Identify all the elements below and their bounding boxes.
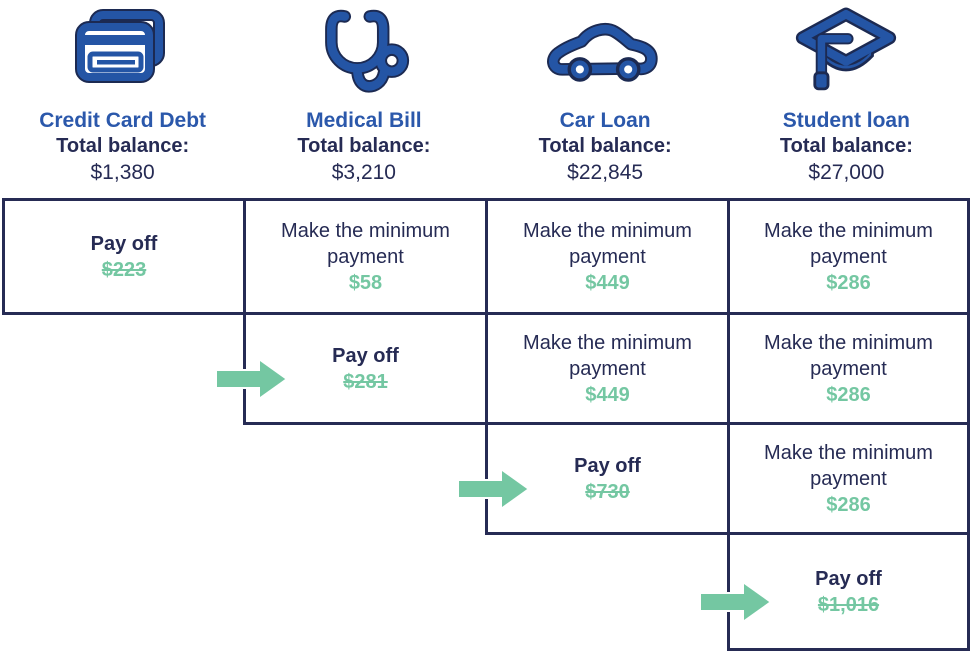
credit-card-icon [74,2,171,102]
balance-value: $22,845 [567,161,644,185]
cell-label: Pay off [90,232,158,255]
cell-label: Make the minimum payment [764,331,933,380]
column-title: Credit Card Debt [39,109,207,132]
cell-amount: $449 [585,271,630,294]
cell-label: Pay off [574,454,641,477]
cell-amount: $223 [101,258,147,281]
minimum-cell-student-loan: Make the minimum payment $286 [727,198,970,315]
minimum-cell-car-loan: Make the minimum payment $449 [485,312,730,425]
column-header-medical-bill: Medical Bill Total balance: $3,210 [243,2,484,185]
balance-value: $1,380 [90,161,155,185]
cell-label: Make the minimum payment [764,219,933,268]
payoff-cell-credit-card: Pay off $223 [2,198,246,315]
cell-label: Make the minimum payment [523,331,692,380]
cell-label: Pay off [332,344,399,367]
graduation-cap-icon [794,2,898,102]
cell-amount: $58 [348,271,383,294]
minimum-cell-student-loan: Make the minimum payment $286 [727,422,970,535]
next-step-arrow-icon [457,467,531,511]
column-header-student-loan: Student loan Total balance: $27,000 [726,2,967,185]
cell-amount: $449 [585,383,630,406]
balance-label: Total balance: [779,135,913,158]
cell-label: Make the minimum payment [523,219,692,268]
cell-amount: $286 [826,493,871,516]
cell-amount: $281 [343,370,388,393]
column-title: Car Loan [559,109,651,132]
column-header-credit-card: Credit Card Debt Total balance: $1,380 [2,2,243,185]
balance-value: $27,000 [808,161,885,185]
minimum-cell-student-loan: Make the minimum payment $286 [727,312,970,425]
cell-label: Make the minimum payment [764,441,933,490]
minimum-cell-medical-bill: Make the minimum payment $58 [243,198,488,315]
cell-amount: $286 [826,383,871,406]
column-title: Medical Bill [306,109,422,132]
balance-value: $3,210 [331,161,396,185]
payoff-cell-student-loan: Pay off $1,016 [727,532,970,651]
balance-label: Total balance: [56,135,190,158]
balance-label: Total balance: [297,135,431,158]
payoff-cell-medical-bill: Pay off $281 [243,312,488,425]
column-header-car-loan: Car Loan Total balance: $22,845 [485,2,726,185]
car-icon [547,2,663,102]
next-step-arrow-icon [699,580,773,624]
stethoscope-icon [316,2,412,102]
cell-label: Pay off [815,567,882,590]
next-step-arrow-icon [215,357,289,401]
cell-amount: $1,016 [817,593,880,616]
cell-label: Make the minimum payment [281,219,450,268]
minimum-cell-car-loan: Make the minimum payment $449 [485,198,730,315]
balance-label: Total balance: [538,135,672,158]
header-row: Credit Card Debt Total balance: $1,380 M… [2,2,967,185]
column-title: Student loan [782,109,910,132]
cell-amount: $286 [826,271,871,294]
cell-amount: $730 [585,480,630,503]
